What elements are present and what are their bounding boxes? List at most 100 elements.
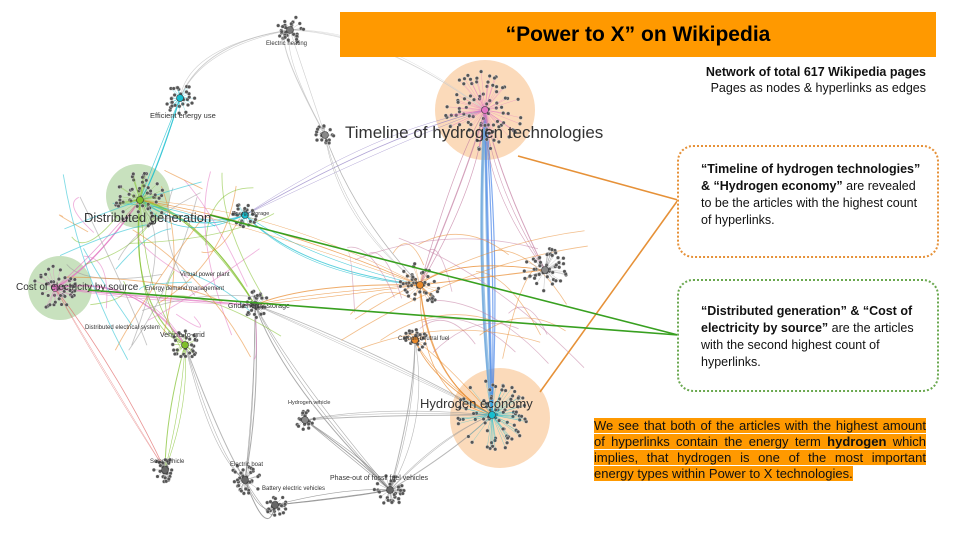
graph-node (43, 272, 48, 277)
graph-edge (54, 199, 141, 289)
graph-node (420, 345, 425, 349)
hub-node (541, 266, 549, 274)
graph-node (505, 420, 510, 425)
graph-node (401, 269, 406, 274)
graph-node (532, 267, 537, 272)
graph-node (44, 282, 49, 286)
cluster-edge (491, 414, 526, 420)
graph-edge (274, 489, 391, 506)
graph-node (381, 500, 386, 505)
graph-edge (254, 304, 391, 491)
graph-node (462, 96, 467, 101)
graph-node (192, 352, 197, 357)
graph-edge (484, 109, 546, 271)
graph-node (457, 78, 462, 83)
graph-edge (138, 281, 192, 291)
graph-edge (419, 109, 486, 286)
graph-node (518, 115, 523, 120)
graph-node (499, 387, 504, 392)
graph-node (241, 224, 246, 229)
graph-node (485, 84, 489, 89)
graph-node (47, 302, 52, 307)
graph-label-efficient-energy-use: Efficient energy use (150, 111, 216, 120)
graph-node (168, 457, 172, 462)
graph-node (175, 348, 180, 352)
graph-node (479, 69, 484, 74)
graph-node (280, 24, 285, 29)
graph-node (378, 494, 383, 499)
graph-node (265, 500, 270, 505)
graph-node (424, 291, 429, 295)
graph-edge (389, 339, 416, 491)
graph-node (72, 288, 77, 293)
cluster-edge (487, 414, 493, 448)
graph-node (62, 294, 67, 299)
connector-distributed-generation (209, 214, 679, 336)
graph-node (301, 427, 306, 432)
graph-node (255, 474, 260, 479)
graph-label-grid-energy-storage: Grid energy storage (228, 303, 290, 310)
graph-edge (419, 109, 486, 286)
graph-node (314, 132, 319, 137)
cluster-edge (139, 199, 153, 223)
graph-node (418, 332, 422, 337)
graph-edge (158, 185, 237, 304)
graph-node (154, 200, 159, 204)
hub-node (416, 281, 424, 289)
graph-node (158, 463, 163, 468)
graph-node (57, 296, 62, 301)
cluster-edge (450, 109, 486, 127)
connector-timeline (517, 155, 679, 201)
cluster-edge (463, 398, 493, 416)
graph-node (512, 389, 517, 394)
graph-edge (304, 419, 391, 491)
graph-node (243, 486, 248, 491)
graph-node (155, 181, 160, 186)
graph-node (190, 101, 194, 106)
graph-node (417, 289, 422, 294)
cluster-edge (491, 414, 506, 448)
graph-edge (494, 250, 567, 305)
graph-node (46, 267, 51, 272)
graph-node (64, 302, 69, 307)
graph-edge (54, 287, 166, 471)
graph-edge (244, 109, 486, 216)
cluster-edge (491, 389, 503, 416)
graph-node (306, 426, 311, 431)
graph-node (435, 289, 440, 294)
graph-node (331, 133, 336, 138)
graph-node (160, 188, 165, 193)
hub-node (176, 94, 184, 102)
graph-edge (137, 199, 186, 346)
graph-node (121, 217, 125, 221)
graph-node (169, 468, 174, 472)
graph-node (166, 476, 171, 481)
cluster-edge (469, 109, 486, 131)
graph-node (306, 422, 311, 426)
graph-edge (414, 339, 493, 416)
graph-node (277, 512, 282, 516)
cluster-edge (491, 413, 516, 416)
cluster-edge (491, 414, 527, 422)
graph-node (192, 333, 196, 338)
graph-node (457, 405, 462, 410)
cluster-edge (484, 82, 489, 111)
graph-edge (83, 255, 108, 309)
graph-node (250, 290, 255, 295)
graph-node (396, 485, 401, 489)
graph-node (496, 139, 501, 144)
cluster-edge (447, 106, 486, 111)
graph-node (175, 85, 180, 90)
graph-edge (254, 304, 493, 416)
graph-node (518, 121, 522, 126)
graph-node (386, 498, 391, 503)
graph-edge (139, 199, 256, 306)
cluster-edge (459, 109, 486, 113)
graph-node (545, 252, 550, 257)
graph-edge (508, 306, 548, 335)
graph-edge (254, 284, 421, 306)
subtitle-line-1: Network of total 617 Wikipedia pages (705, 65, 926, 79)
graph-edge (244, 214, 421, 286)
graph-node (457, 122, 462, 127)
cluster-edge (116, 199, 141, 204)
